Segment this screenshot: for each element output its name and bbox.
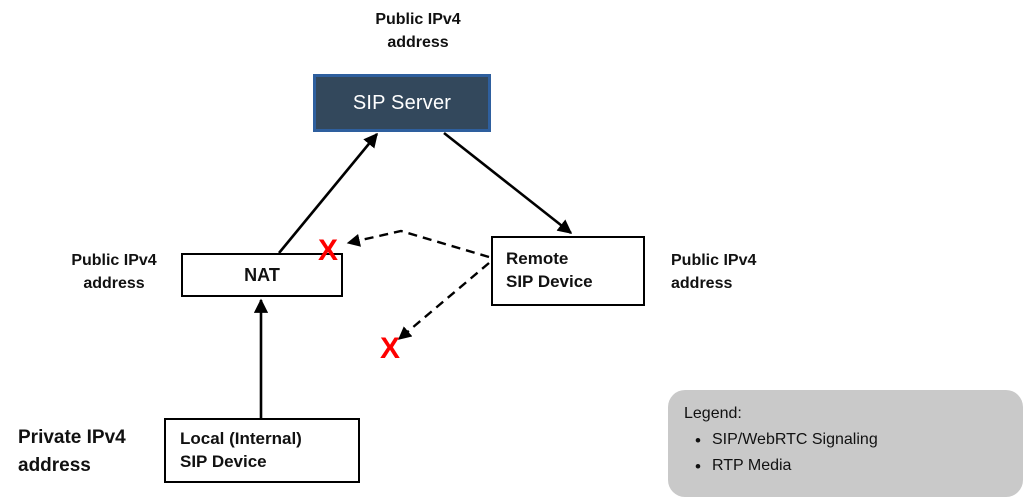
node-local-sip-device-label: Local (Internal) SIP Device xyxy=(180,428,302,471)
node-sip-server-label: SIP Server xyxy=(352,91,452,114)
node-local-sip-device[interactable]: Local (Internal) SIP Device xyxy=(164,418,360,483)
node-remote-sip-device-label: Remote SIP Device xyxy=(506,249,593,291)
node-sip-server[interactable]: SIP Server xyxy=(313,74,491,132)
legend-item-media-label: RTP Media xyxy=(712,457,792,474)
node-nat[interactable]: NAT xyxy=(181,253,343,297)
node-remote-sip-device[interactable]: Remote SIP Device xyxy=(491,236,645,306)
annotation-server-public-ip: Public IPv4 address xyxy=(375,11,461,52)
legend-signaling-arrow-slot xyxy=(912,430,1009,450)
connector-remote-to-nat-media xyxy=(346,229,490,259)
legend-media-arrow-slot xyxy=(912,456,1009,476)
annotation-nat-public-ip: Public IPv4 address xyxy=(71,252,157,293)
blocked-x-icon-nat: X xyxy=(318,234,339,267)
legend-bullet-icon: • xyxy=(695,430,701,450)
legend-panel: Legend: • SIP/WebRTC Signaling • RTP Med… xyxy=(668,390,1023,497)
annotation-local-private-ip: Private IPv4 address xyxy=(18,427,126,476)
connector-remote-to-blocked-media xyxy=(397,262,490,340)
legend-title: Legend: xyxy=(684,405,742,422)
blocked-x-icon-media: X xyxy=(380,332,401,365)
annotation-remote-public-ip: Public IPv4 address xyxy=(671,252,757,293)
legend-item-media: • RTP Media xyxy=(684,456,1009,476)
legend-bullet-icon: • xyxy=(695,456,701,476)
connector-nat-to-server xyxy=(277,132,379,254)
connector-server-to-remote xyxy=(443,131,573,235)
node-nat-label: NAT xyxy=(244,264,280,285)
legend-item-signaling: • SIP/WebRTC Signaling xyxy=(684,430,1009,450)
legend-item-signaling-label: SIP/WebRTC Signaling xyxy=(712,431,878,448)
